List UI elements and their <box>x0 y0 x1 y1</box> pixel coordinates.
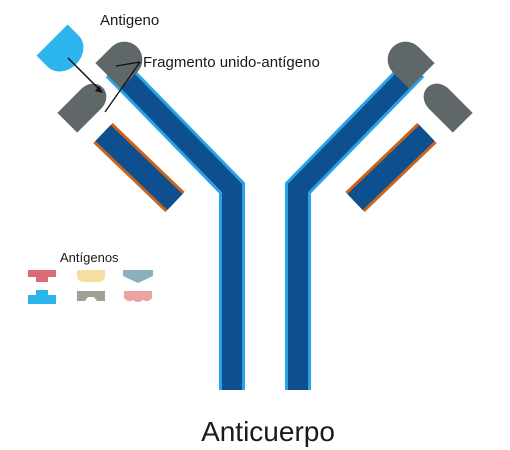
legend-teal-antigen <box>123 270 153 283</box>
heavy-chain-left <box>105 58 245 390</box>
fragment-pointer-lines <box>104 61 141 113</box>
light-chain-right <box>345 122 437 213</box>
variable-region-light-left <box>57 83 107 133</box>
legend-title: Antígenos <box>60 250 119 265</box>
antigen-label: Antigeno <box>100 12 159 29</box>
antigen-pointer <box>67 57 103 93</box>
variable-region-light-right <box>423 83 473 133</box>
variable-region-heavy-right <box>387 41 435 89</box>
light-chain-left <box>93 122 185 213</box>
legend-cyan-antigen <box>28 290 56 304</box>
legend-gray-antigen <box>77 291 105 301</box>
antigen-legend <box>28 270 153 304</box>
legend-yellow-antigen <box>77 270 105 282</box>
antibody-title: Anticuerpo <box>201 416 335 447</box>
legend-pink-antigen <box>124 291 152 302</box>
legend-red-antigen <box>28 270 56 282</box>
bound-antigen <box>36 24 84 72</box>
heavy-chain-right <box>285 58 425 390</box>
binding-fragment-label: Fragmento unido-antígeno <box>143 54 320 71</box>
